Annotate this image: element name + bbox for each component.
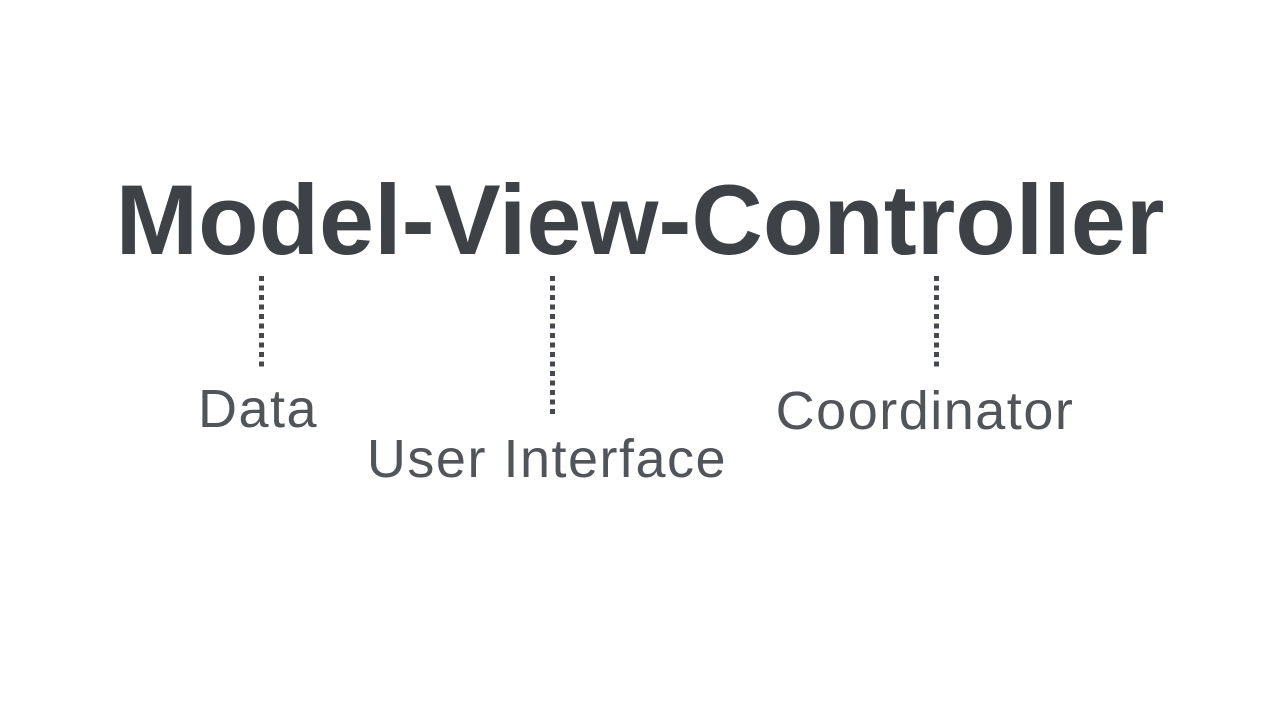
dotted-connector-view	[550, 276, 555, 416]
annotation-label-view: User Interface	[366, 429, 728, 489]
annotation-label-model: Data	[197, 379, 319, 439]
page-title: Model-View-Controller	[115, 164, 1165, 275]
annotation-label-controller: Coordinator	[775, 381, 1075, 441]
dotted-connector-model	[259, 276, 264, 369]
dotted-connector-controller	[934, 276, 939, 369]
